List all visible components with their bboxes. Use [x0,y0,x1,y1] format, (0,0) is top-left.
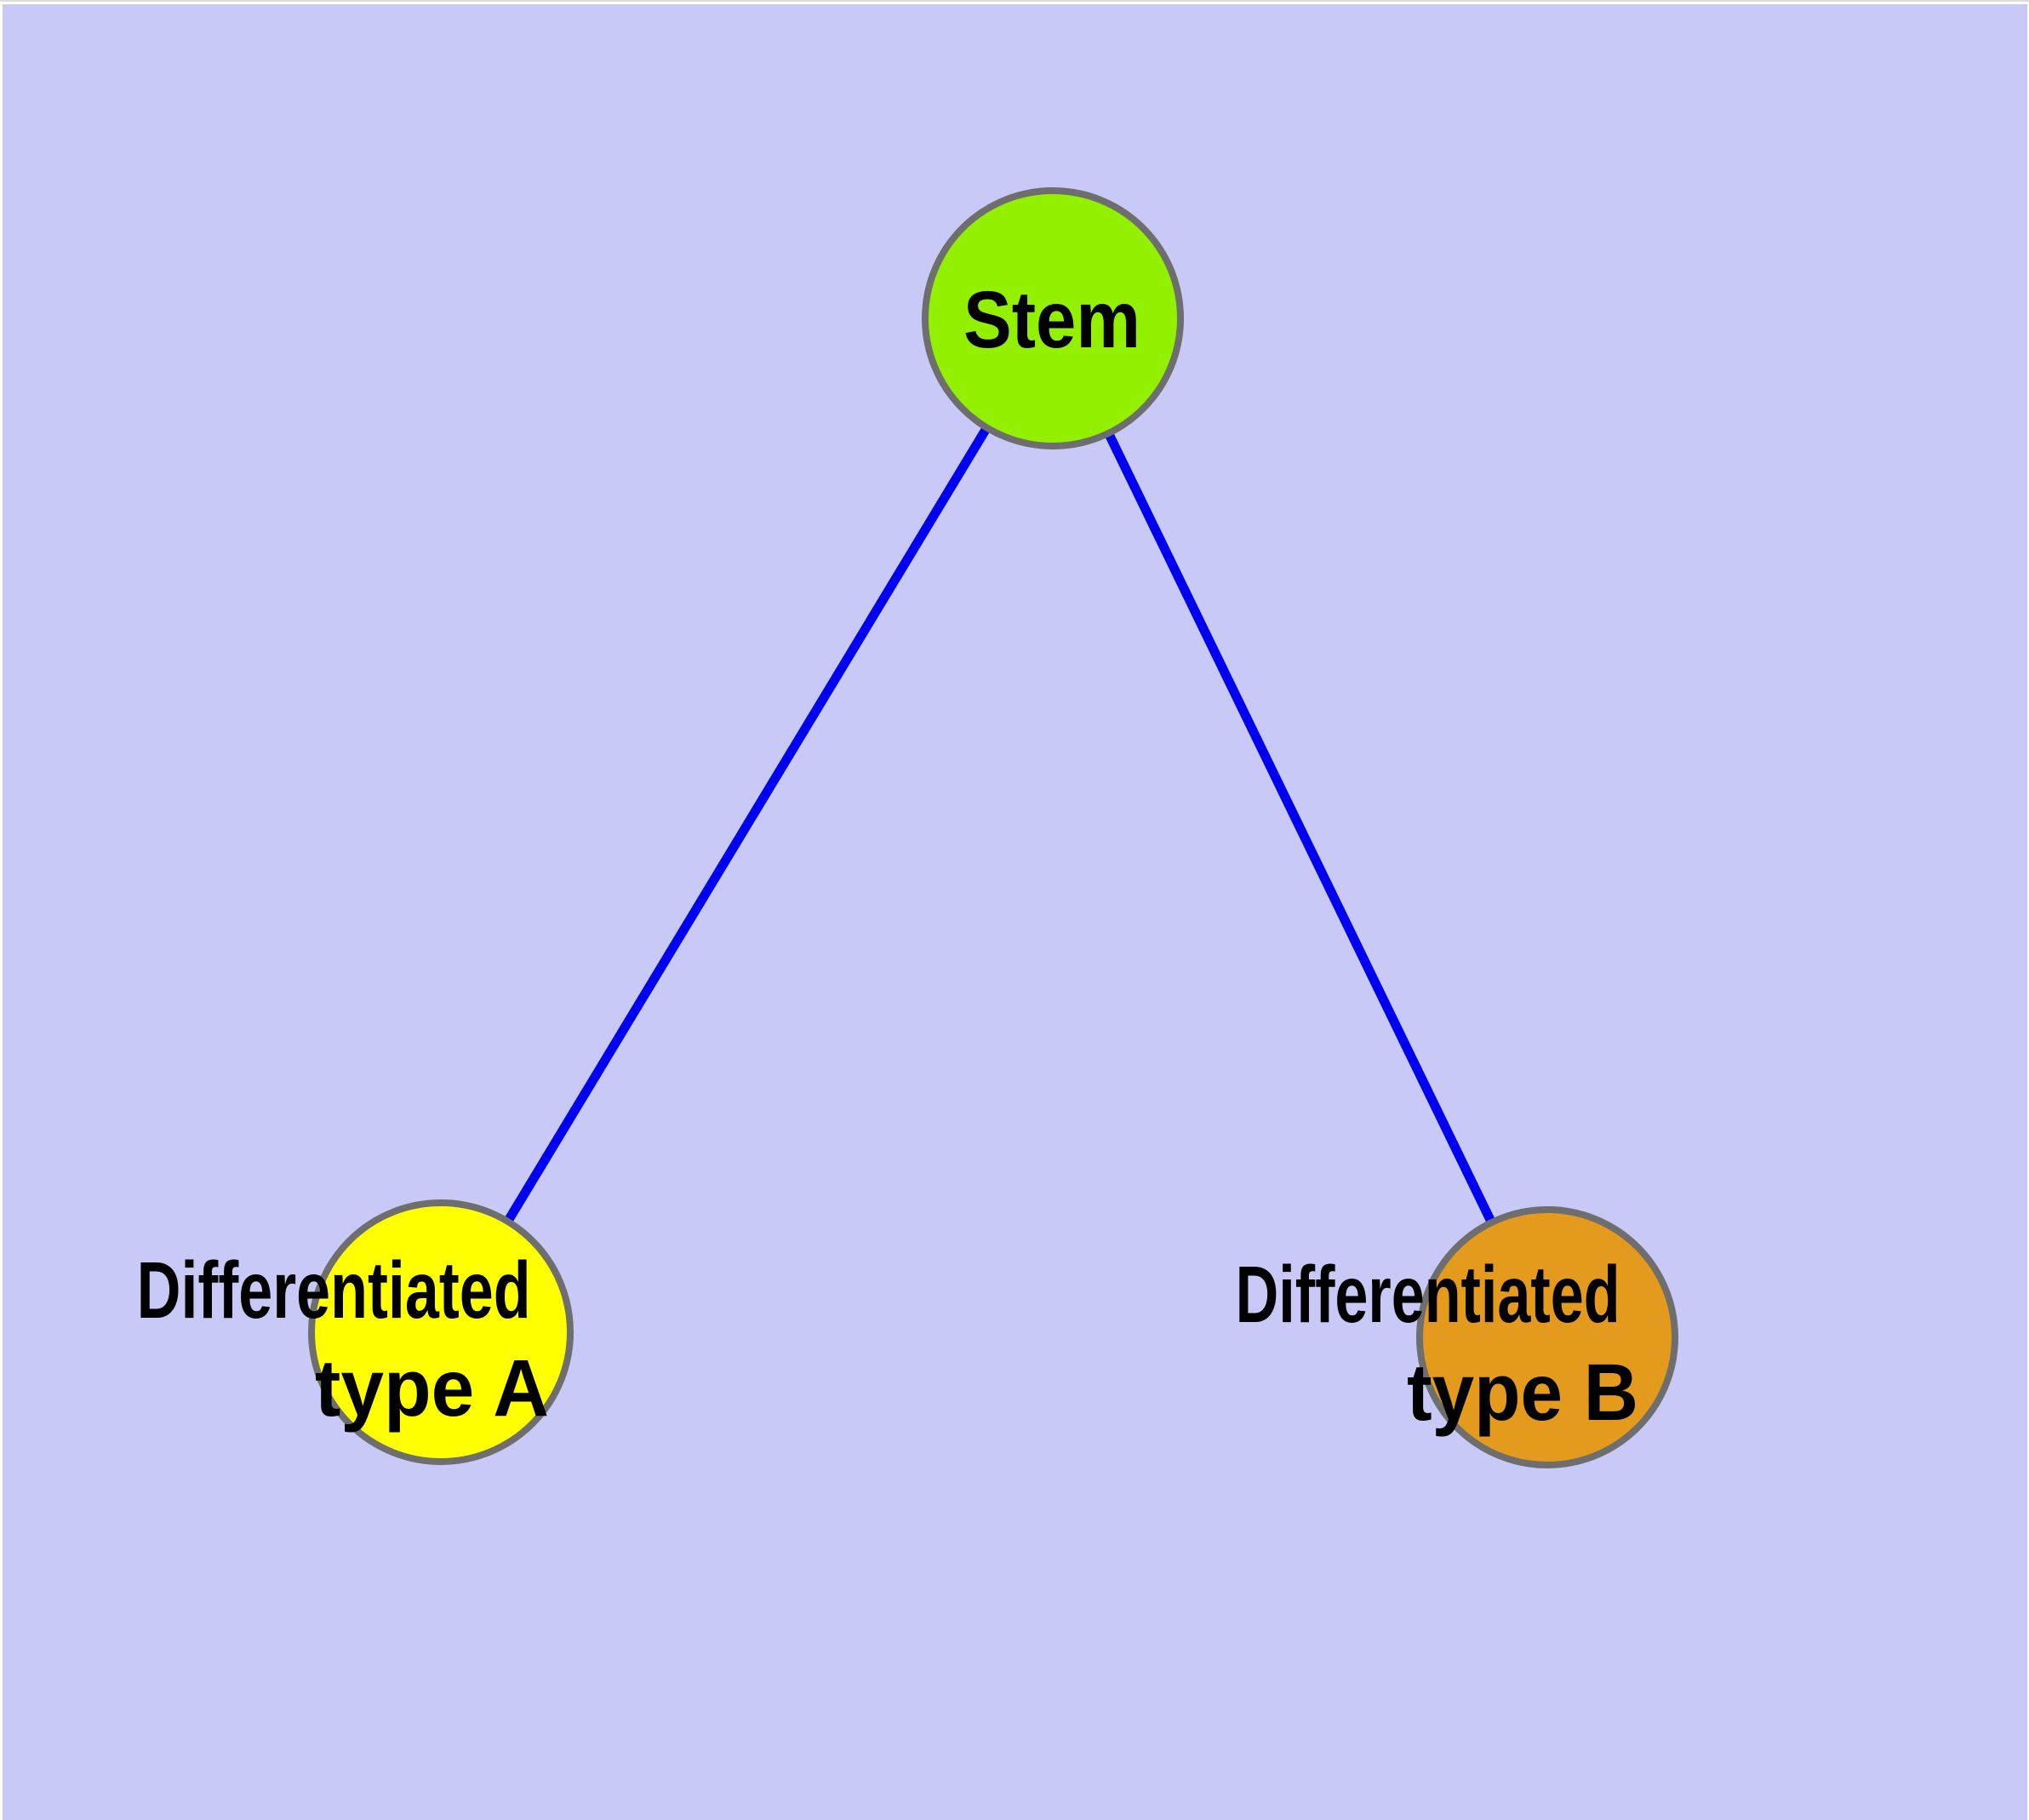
node-differentiated-type-b[interactable] [1416,1206,1678,1468]
node-type-b-label-line2: type B [1407,1348,1638,1438]
node-stem-label: Stem [963,275,1140,365]
node-type-a-label-line1: Differentiated [137,1245,531,1336]
edge-stem-to-type-b [1049,316,1552,1340]
node-type-a-label-line2: type A [315,1343,549,1434]
node-stem[interactable] [922,187,1184,449]
edges [437,316,1552,1340]
top-edge-line [0,0,2029,2]
node-labels: Stem Differentiated type A Differentiate… [137,275,1643,1438]
edge-stem-to-type-a [437,316,1057,1335]
node-type-b-label: Differentiated type B [1236,1250,1643,1438]
node-type-a-label: Differentiated type A [137,1245,553,1434]
node-differentiated-type-a[interactable] [308,1199,574,1465]
nodes [308,187,1678,1468]
node-type-b-label-line1: Differentiated [1236,1250,1620,1340]
